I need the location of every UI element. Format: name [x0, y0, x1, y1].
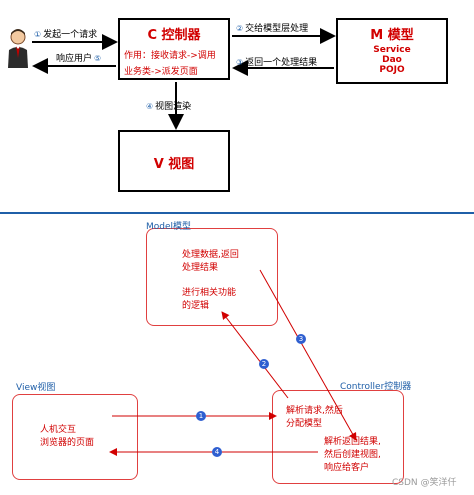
marker-2: 2 [259, 359, 269, 369]
bottom-controller-text-1: 解析请求,然后 分配模型 [286, 406, 343, 429]
model-title: M 模型 [370, 28, 414, 43]
bottom-view-box [12, 394, 138, 480]
marker-3: 3 [296, 334, 306, 344]
bottom-view-title: View视图 [16, 383, 56, 393]
model-item-pojo: POJO [379, 65, 405, 75]
controller-title: C 控制器 [147, 28, 201, 43]
controller-box: C 控制器 作用：接收请求->调用 业务类->派发页面 [118, 18, 230, 80]
bottom-controller-box [272, 390, 404, 484]
marker-1: 1 [196, 411, 206, 421]
arrow-controller-to-model [221, 311, 289, 399]
bottom-model-text-2: 进行相关功能 的逻辑 [182, 288, 237, 311]
model-box: M 模型 Service Dao POJO [336, 18, 448, 84]
watermark: CSDN @笑洋仟 [392, 478, 457, 488]
bottom-model-title: Model模型 [146, 222, 192, 232]
bottom-controller-title: Controller控制器 [340, 382, 412, 392]
bottom-view-text: 人机交互 浏览器的页面 [40, 425, 95, 448]
bottom-model-box [146, 228, 278, 326]
model-item-service: Service [373, 45, 411, 55]
arrow-model-to-controller [259, 269, 357, 441]
controller-desc-2: 业务类->派发页面 [124, 67, 198, 77]
section-divider [0, 212, 474, 214]
user-icon [8, 29, 28, 68]
top-arrows [32, 28, 336, 130]
user-avatar [6, 28, 30, 70]
view-box: V 视图 [118, 130, 230, 192]
marker-4: 4 [212, 447, 222, 457]
bottom-controller-text-2: 解析返回结果, 然后创建视图, 响应给客户 [324, 437, 381, 473]
model-item-dao: Dao [382, 55, 402, 65]
controller-desc-1: 作用：接收请求->调用 [124, 51, 216, 61]
view-title: V 视图 [153, 157, 195, 172]
bottom-model-text-1: 处理数据,返回 处理结果 [182, 250, 239, 273]
